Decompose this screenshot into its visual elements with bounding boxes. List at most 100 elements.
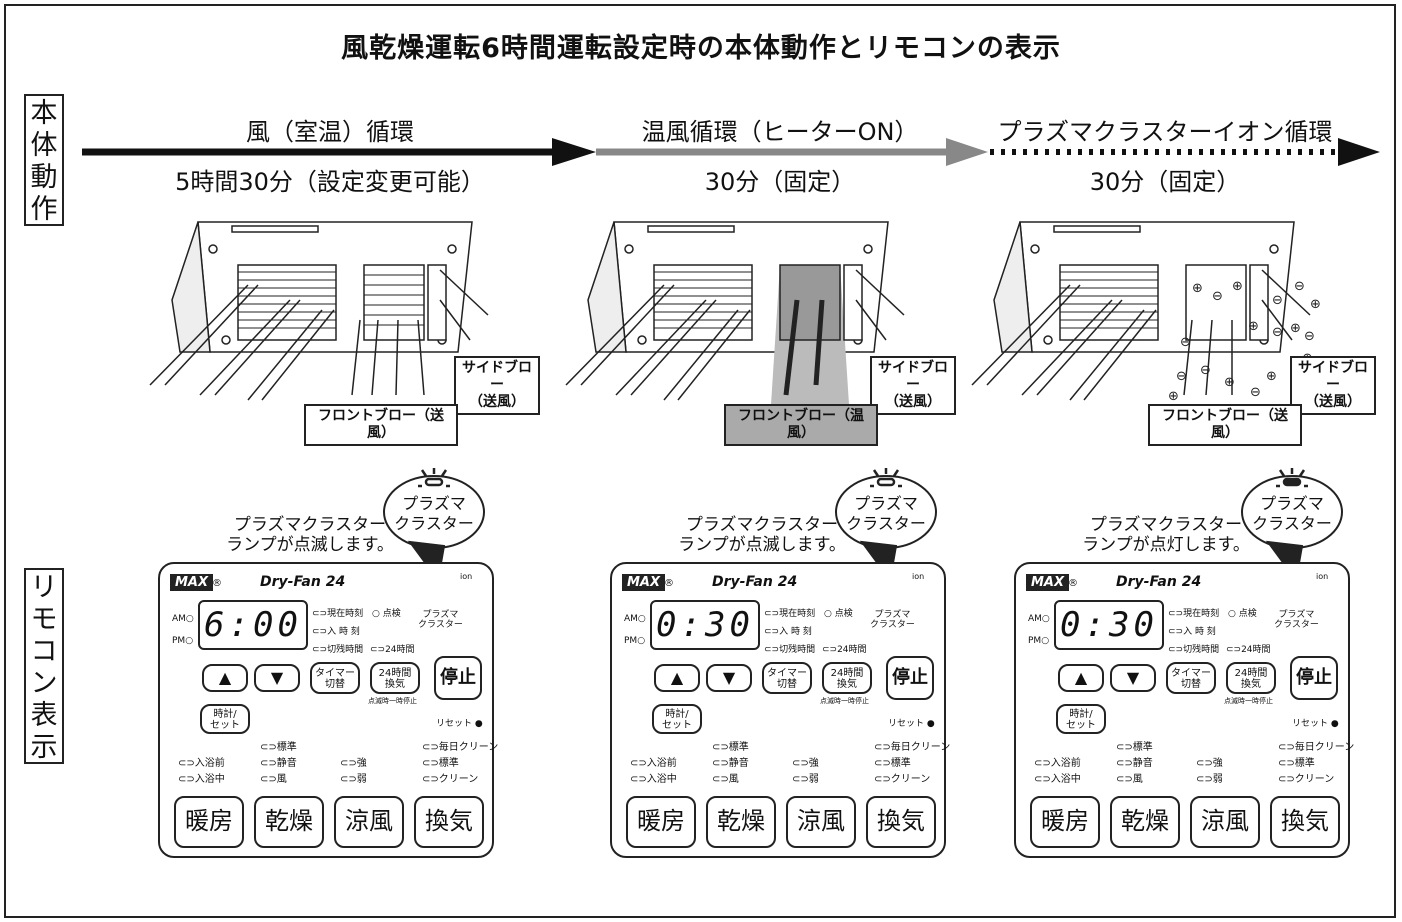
model-name: Dry-Fan 24	[260, 574, 346, 590]
h24-vent-button[interactable]: 24時間換気	[822, 662, 872, 694]
vent-button[interactable]: 換気	[414, 796, 484, 848]
h24-indicator: ⊂⊃24時間	[1226, 645, 1271, 655]
heating-button[interactable]: 暖房	[174, 796, 244, 848]
stage-2-name: 温風循環（ヒーターON）	[641, 118, 919, 146]
side-blow-label-3: サイドブロー（送風）	[1290, 356, 1376, 415]
mode-weak: ⊂⊃弱	[1196, 774, 1223, 785]
figure-title: 風乾燥運転6時間運転設定時の本体動作とリモコンの表示	[341, 33, 1061, 64]
reset-button[interactable]: リセット ●	[1292, 719, 1339, 729]
now-time-indicator: ⊂⊃現在時刻	[764, 609, 816, 619]
mode-daily-clean: ⊂⊃毎日クリーン	[1278, 742, 1355, 753]
clock-set-button[interactable]: 時計/セット	[200, 704, 250, 734]
stage-1-name: 風（室温）循環	[246, 118, 414, 146]
svg-text:⊖: ⊖	[1200, 363, 1211, 378]
mode-strong: ⊂⊃強	[1196, 758, 1223, 769]
svg-text:⊖: ⊖	[1212, 289, 1223, 304]
max-logo: MAX	[170, 574, 214, 591]
mode-standard: ⊂⊃標準	[422, 758, 459, 769]
reset-button[interactable]: リセット ●	[888, 719, 935, 729]
mode-daily-clean: ⊂⊃毎日クリーン	[874, 742, 951, 753]
stage-3-duration: 30分（固定）	[1089, 168, 1241, 196]
mode-wind: ⊂⊃風	[260, 774, 287, 785]
mode-pre-bath: ⊂⊃入浴前	[178, 758, 225, 769]
model-name: Dry-Fan 24	[712, 574, 798, 590]
svg-text:⊖: ⊖	[1272, 325, 1283, 340]
remote-control-3: MAX ® Dry-Fan 24 ion AM○ PM○ 0:30 ⊂⊃現在時刻…	[1014, 562, 1354, 858]
plasma-lamp-label: プラズマクラスター	[418, 610, 463, 630]
stop-button[interactable]: 停止	[886, 656, 934, 700]
plasma-lamp-label: プラズマクラスター	[1274, 610, 1319, 630]
mode-in-bath: ⊂⊃入浴中	[178, 774, 225, 785]
timer-switch-button[interactable]: タイマー切替	[310, 662, 360, 694]
am-indicator: AM○	[1028, 614, 1050, 624]
cool-button[interactable]: 涼風	[1190, 796, 1260, 848]
mode-standard-top: ⊂⊃標準	[1116, 742, 1153, 753]
svg-text:⊕: ⊕	[1232, 279, 1243, 294]
h24-indicator: ⊂⊃24時間	[370, 645, 415, 655]
mode-daily-clean: ⊂⊃毎日クリーン	[422, 742, 499, 753]
side-label-remote: リモコン表示	[24, 568, 64, 764]
up-button[interactable]: ▲	[1058, 664, 1104, 692]
remote-note-3: プラズマクラスターランプが点灯します。	[1082, 515, 1250, 555]
timer-switch-button[interactable]: タイマー切替	[1166, 662, 1216, 694]
svg-text:⊖: ⊖	[1272, 293, 1283, 308]
stage-1-duration: 5時間30分（設定変更可能）	[175, 168, 485, 196]
registered-mark: ®	[1068, 578, 1078, 589]
timer-switch-button[interactable]: タイマー切替	[762, 662, 812, 694]
ventilator-unit-1	[149, 221, 489, 401]
down-button[interactable]: ▼	[254, 664, 300, 692]
reset-button[interactable]: リセット ●	[436, 719, 483, 729]
svg-text:⊕: ⊕	[1224, 375, 1235, 390]
max-logo: MAX	[622, 574, 666, 591]
drying-button[interactable]: 乾燥	[1110, 796, 1180, 848]
model-name: Dry-Fan 24	[1116, 574, 1202, 590]
ventilator-unit-3: ⊕⊖⊕ ⊕⊖⊕ ⊕⊖⊖ ⊖⊖⊕ ⊕⊖⊕ ⊕⊖⊖	[971, 221, 1321, 404]
mode-clean: ⊂⊃クリーン	[422, 774, 479, 785]
stop-button[interactable]: 停止	[434, 656, 482, 700]
mode-quiet: ⊂⊃静音	[1116, 758, 1153, 769]
pm-indicator: PM○	[172, 636, 194, 646]
heating-button[interactable]: 暖房	[626, 796, 696, 848]
side-blow-label-1: サイドブロー（送風）	[454, 356, 540, 415]
mode-weak: ⊂⊃弱	[340, 774, 367, 785]
remote-control-2: MAX ® Dry-Fan 24 ion AM○ PM○ 0:30 ⊂⊃現在時刻…	[610, 562, 950, 858]
stage-2-duration: 30分（固定）	[704, 168, 856, 196]
heating-button[interactable]: 暖房	[1030, 796, 1100, 848]
drying-button[interactable]: 乾燥	[706, 796, 776, 848]
mode-in-bath: ⊂⊃入浴中	[1034, 774, 1081, 785]
svg-text:⊕: ⊕	[1192, 281, 1203, 296]
mode-weak: ⊂⊃弱	[792, 774, 819, 785]
h24-vent-button[interactable]: 24時間換気	[370, 662, 420, 694]
drying-button[interactable]: 乾燥	[254, 796, 324, 848]
lcd-display: 6:00	[198, 600, 308, 650]
cool-button[interactable]: 涼風	[786, 796, 856, 848]
cool-button[interactable]: 涼風	[334, 796, 404, 848]
bubble-text-3: プラズマクラスター	[1252, 494, 1332, 533]
svg-text:⊕: ⊕	[1290, 321, 1301, 336]
mode-pre-bath: ⊂⊃入浴前	[1034, 758, 1081, 769]
clock-set-button[interactable]: 時計/セット	[1056, 704, 1106, 734]
now-time-indicator: ⊂⊃現在時刻	[1168, 609, 1220, 619]
up-button[interactable]: ▲	[654, 664, 700, 692]
front-blow-label-1: フロントブロー（送風）	[304, 404, 458, 446]
front-blow-label-2: フロントブロー（温風）	[724, 404, 878, 446]
h24-sub-label: 点滅時一時停止	[1224, 697, 1273, 705]
pm-indicator: PM○	[1028, 636, 1050, 646]
remote-control-1: MAX ® Dry-Fan 24 ion AM○ PM○ 6:00 ⊂⊃現在時刻…	[158, 562, 498, 858]
down-button[interactable]: ▼	[1110, 664, 1156, 692]
check-indicator: ○ 点検	[824, 609, 853, 619]
up-button[interactable]: ▲	[202, 664, 248, 692]
mode-wind: ⊂⊃風	[1116, 774, 1143, 785]
svg-text:⊖: ⊖	[1250, 385, 1261, 400]
vent-button[interactable]: 換気	[866, 796, 936, 848]
stop-button[interactable]: 停止	[1290, 656, 1338, 700]
lamp-icons	[418, 468, 1308, 488]
vent-button[interactable]: 換気	[1270, 796, 1340, 848]
svg-text:⊖: ⊖	[1176, 369, 1187, 384]
clock-set-button[interactable]: 時計/セット	[652, 704, 702, 734]
h24-vent-button[interactable]: 24時間換気	[1226, 662, 1276, 694]
svg-text:⊖: ⊖	[1294, 279, 1305, 294]
now-time-indicator: ⊂⊃現在時刻	[312, 609, 364, 619]
down-button[interactable]: ▼	[706, 664, 752, 692]
